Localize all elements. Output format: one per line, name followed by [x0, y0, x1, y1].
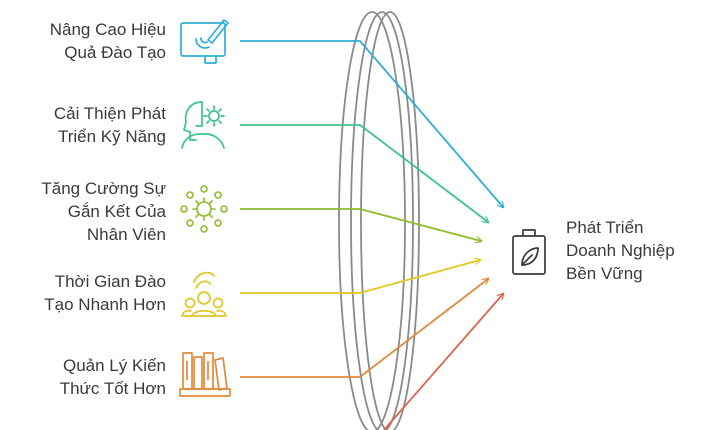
connector-arrow-3 — [240, 260, 480, 294]
network-hub-icon — [180, 185, 228, 233]
output-label-sustainable-growth: Phát Triển Doanh Nghiệp Bền Vững — [566, 218, 675, 283]
lens-shape — [338, 11, 420, 430]
connector-arrow-1 — [240, 124, 488, 222]
connector-arrow-2 — [240, 208, 481, 241]
battery-leaf-icon — [512, 229, 546, 275]
connector-arrow-0 — [240, 40, 503, 207]
input-label-employee-engagement: Tăng Cường Sự Gắn Kết Của Nhân Viên — [41, 179, 166, 244]
input-label-training-efficiency: Nâng Cao Hiệu Quả Đào Tạo — [49, 20, 166, 62]
input-label-faster-training: Thời Gian Đào Tạo Nhanh Hơn — [44, 272, 166, 314]
training-board-icon — [180, 19, 229, 64]
team-speed-icon — [181, 271, 227, 317]
bookshelf-icon — [179, 352, 231, 397]
connector-arrow-5 — [383, 294, 503, 430]
head-gear-icon — [181, 101, 225, 149]
input-label-skill-development: Cải Thiện Phát Triển Kỹ Năng — [53, 104, 166, 146]
connector-arrow-4 — [240, 279, 488, 378]
input-label-knowledge-management: Quản Lý Kiến Thức Tốt Hơn — [59, 356, 166, 398]
